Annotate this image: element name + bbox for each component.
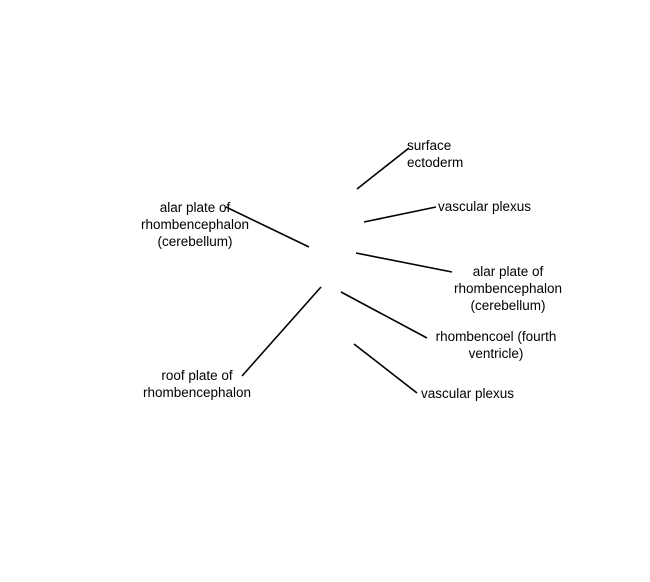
leader-line-vascular-plexus-lower xyxy=(353,343,418,394)
leader-line-roof-plate xyxy=(241,286,322,377)
label-alar-plate-right: alar plate of rhombencephalon (cerebellu… xyxy=(453,264,563,313)
leader-line-alar-plate-left xyxy=(225,206,310,248)
leader-line-surface-ectoderm xyxy=(356,147,410,190)
label-vascular-plexus-upper: vascular plexus xyxy=(438,199,532,214)
label-alar-plate-left: alar plate of rhombencephalon (cerebellu… xyxy=(140,200,250,249)
leader-line-alar-plate-right xyxy=(355,252,453,273)
leader-line-rhombencoel xyxy=(340,291,428,339)
label-vascular-plexus-lower: vascular plexus xyxy=(421,386,515,401)
leader-line-vascular-plexus-upper xyxy=(363,206,437,223)
label-surface-ectoderm: surface ectoderm xyxy=(407,138,464,170)
label-roof-plate: roof plate of rhombencephalon xyxy=(142,368,252,400)
label-rhombencoel: rhombencoel (fourth ventricle) xyxy=(435,329,557,361)
